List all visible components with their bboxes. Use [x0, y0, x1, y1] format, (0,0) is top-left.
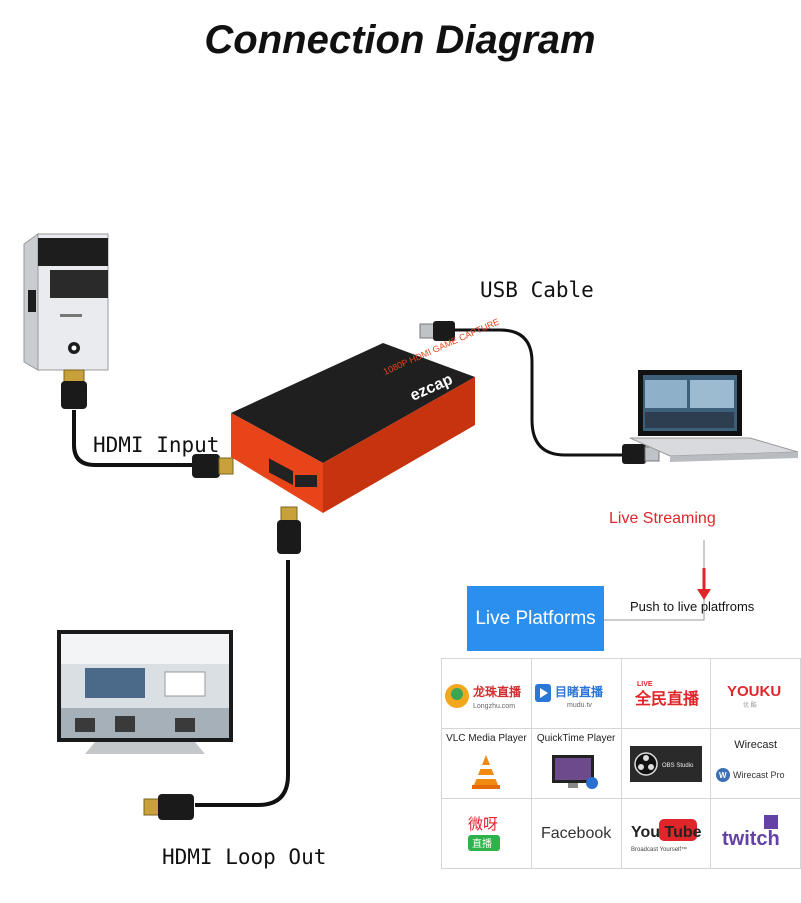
- platform-obs: OBS Studio: [621, 729, 712, 799]
- hdmi-loop-cable: [195, 560, 290, 807]
- svg-text:W: W: [719, 771, 727, 780]
- svg-text:Longzhu.com: Longzhu.com: [473, 703, 515, 710]
- usb-plug-laptop: [622, 444, 660, 464]
- longzhu-logo-icon: 龙珠直播 Longzhu.com: [445, 683, 522, 710]
- svg-text:直播: 直播: [472, 837, 492, 850]
- svg-text:You Tube: You Tube: [631, 824, 702, 841]
- svg-text:优 酷: 优 酷: [743, 701, 757, 709]
- platform-weibo: 微呀 直播: [442, 799, 532, 869]
- svg-text:龙珠直播: 龙珠直播: [473, 684, 522, 699]
- facebook-caption: Facebook: [540, 824, 612, 842]
- television: [57, 630, 233, 754]
- capture-device: 1080P HDMI GAME CAPTURE ezcap: [231, 316, 501, 513]
- svg-text:Wirecast Pro: Wirecast Pro: [733, 770, 785, 780]
- hdmi-input-cable: [72, 410, 196, 467]
- hdmi-input-label: HDMI Input: [93, 433, 220, 457]
- platform-youku: YOUKU 优 酷: [711, 659, 801, 729]
- platform-mudu: 目睹直播 mudu.tv: [531, 659, 622, 729]
- page-title: Connection Diagram: [204, 18, 596, 62]
- mudu-logo-icon: 目睹直播 mudu.tv: [535, 683, 604, 709]
- wirecast-caption: Wirecast: [734, 739, 778, 751]
- hdmi-plug-pc: [61, 369, 87, 409]
- wirecast-logo-icon: W Wirecast Pro: [715, 767, 785, 782]
- platform-quanmin: LIVE 全民直播: [621, 659, 712, 729]
- platform-wirecast: Wirecast W Wirecast Pro: [711, 729, 801, 799]
- quicktime-screen-icon: [552, 754, 599, 789]
- streaming-connector: [604, 540, 705, 621]
- svg-text:YOUKU: YOUKU: [727, 683, 781, 700]
- svg-text:目睹直播: 目睹直播: [555, 684, 604, 699]
- platform-twitch: twitch: [711, 799, 801, 869]
- platform-facebook: Facebook: [531, 799, 622, 869]
- svg-text:twitch: twitch: [722, 828, 780, 850]
- live-streaming-label: Live Streaming: [609, 510, 716, 527]
- hdmi-plug-loop-bottom: [143, 794, 194, 820]
- quanmin-logo-icon: LIVE 全民直播: [634, 681, 700, 708]
- hdmi-plug-input: [192, 454, 234, 478]
- youtube-logo-icon: You Tube Broadcast Yourself™: [631, 818, 702, 853]
- weibo-live-logo-icon: 微呀 直播: [468, 816, 501, 851]
- platform-logo-grid: 龙珠直播 Longzhu.com 目睹直播 mudu.tv LIVE 全民直播 …: [441, 658, 801, 869]
- obs-logo-icon: OBS Studio: [629, 745, 702, 782]
- svg-text:微呀: 微呀: [468, 816, 498, 833]
- usb-cable: [452, 328, 625, 457]
- svg-text:Broadcast Yourself™: Broadcast Yourself™: [631, 846, 687, 853]
- twitch-logo-icon: twitch: [722, 814, 780, 850]
- vlc-cone-icon: [472, 754, 501, 789]
- pc-tower: [23, 233, 109, 371]
- youku-logo-icon: YOUKU 优 酷: [727, 683, 781, 709]
- laptop: [629, 370, 799, 462]
- platform-quicktime: QuickTime Player: [531, 729, 622, 799]
- svg-text:LIVE: LIVE: [637, 681, 653, 688]
- push-to-platforms-label: Push to live platfroms: [630, 599, 755, 614]
- platform-youtube: You Tube Broadcast Yourself™: [621, 799, 712, 869]
- vlc-caption: VLC Media Player: [446, 733, 527, 744]
- quicktime-caption: QuickTime Player: [536, 733, 616, 744]
- platform-longzhu: 龙珠直播 Longzhu.com: [442, 659, 532, 729]
- hdmi-plug-loop-top: [277, 506, 301, 554]
- usb-cable-label: USB Cable: [480, 278, 594, 302]
- svg-text:全民直播: 全民直播: [634, 689, 700, 708]
- usb-plug-device: [419, 321, 455, 341]
- platform-vlc: VLC Media Player: [442, 729, 532, 799]
- svg-text:OBS Studio: OBS Studio: [662, 763, 694, 769]
- hdmi-loop-out-label: HDMI Loop Out: [162, 845, 327, 869]
- svg-text:mudu.tv: mudu.tv: [567, 702, 592, 709]
- live-platforms-box: Live Platforms: [467, 586, 604, 651]
